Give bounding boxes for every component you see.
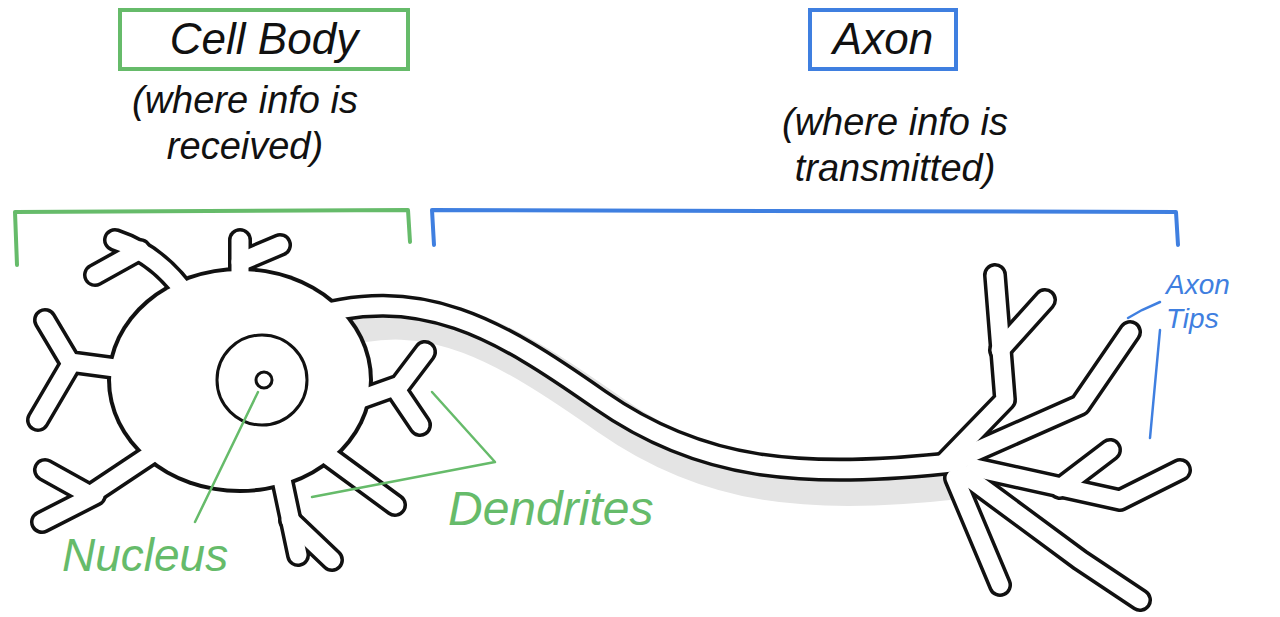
part-name: Nucleus (62, 528, 282, 583)
axon-bracket (432, 210, 1178, 245)
axon-tips-leader (1128, 302, 1160, 318)
dendrites-leader (312, 392, 495, 497)
axon-box: Axon (808, 8, 958, 71)
axon-tips-leader (1150, 330, 1160, 438)
cell-body-shape (111, 271, 369, 489)
nucleus-leader (195, 392, 258, 522)
cell-body-bracket (15, 210, 410, 265)
box-title: Axon (833, 15, 933, 63)
part-name: Axon Tips (1166, 268, 1266, 335)
nucleolus-circle (256, 372, 272, 388)
box-title: Cell Body (170, 15, 358, 63)
part-name: Dendrites (448, 480, 708, 538)
cell-body-note: (where info is received) (80, 78, 410, 169)
neuron-outline (38, 240, 1180, 600)
axon-note: (where info is transmitted) (720, 100, 1070, 191)
neuron-fill (38, 240, 1180, 600)
nucleus-circle (217, 335, 307, 425)
cell-body-box: Cell Body (118, 8, 410, 71)
